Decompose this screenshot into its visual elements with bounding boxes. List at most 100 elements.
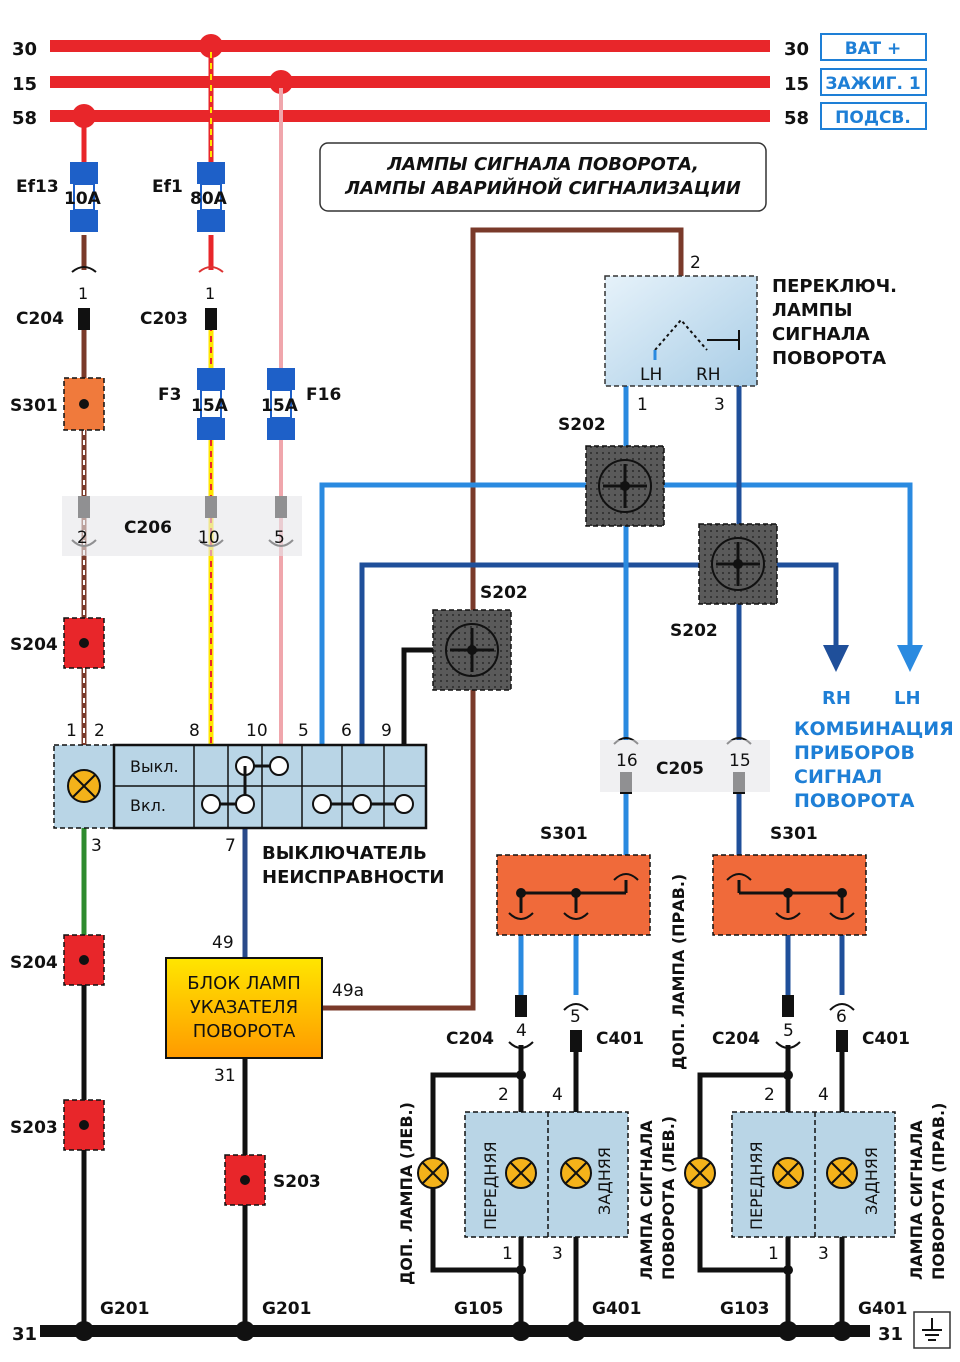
pin-num: 5 — [570, 1007, 581, 1027]
connector-label: C205 — [656, 759, 704, 779]
pin-num: 2 — [690, 253, 701, 273]
bus-58 — [50, 110, 770, 122]
fuse-rating: 15A — [191, 396, 229, 416]
bus-30 — [50, 40, 770, 52]
splice-label: S202 — [480, 583, 528, 603]
fuse-f16 — [267, 368, 295, 440]
bus-15 — [50, 76, 770, 88]
bus-num-left: 58 — [12, 108, 37, 129]
pin-num: 49 — [212, 933, 234, 953]
bus-tag: BAT + — [845, 39, 902, 59]
splice-s204-top — [63, 617, 105, 669]
switch-lh: LH — [640, 365, 662, 385]
bus-tag-box — [820, 102, 927, 130]
pin-num: 6 — [836, 1007, 847, 1027]
lamp-assembly-left — [464, 1111, 629, 1238]
lamp-rear-label: ЗАДНЯЯ — [595, 1147, 614, 1215]
ground-label: G103 — [720, 1299, 769, 1319]
splice-s301-left — [63, 377, 105, 431]
ground-label: G401 — [592, 1299, 641, 1319]
splice-s204-bottom — [63, 934, 105, 986]
cluster-lh: LH — [894, 688, 921, 709]
flasher-label: БЛОК ЛАМП — [187, 973, 300, 994]
title-box — [319, 142, 767, 212]
bus-node — [269, 70, 293, 94]
splice-label: S202 — [670, 621, 718, 641]
signal-lamp-right-label: ЛАМПА СИГНАЛА — [907, 1120, 926, 1280]
lamp-nodes — [516, 1070, 793, 1275]
pin-num: 49a — [332, 981, 364, 1001]
pin-num: 16 — [616, 751, 638, 771]
signal-lamp-right-label: ПОВОРОТА (ПРАВ.) — [929, 1103, 948, 1280]
signal-lamp-left-label: ЛАМПА СИГНАЛА — [637, 1120, 656, 1280]
pin-num: 2 — [764, 1085, 775, 1105]
ground-label: G201 — [100, 1299, 149, 1319]
connector-label: C401 — [862, 1029, 910, 1049]
hazard-on: Вкл. — [130, 796, 166, 815]
ground-num-left: 31 — [12, 1324, 37, 1345]
splice-label: S202 — [558, 415, 606, 435]
splice-s203-left — [63, 1099, 105, 1151]
bulb-icon — [505, 1157, 537, 1189]
splice-label: S301 — [10, 396, 58, 416]
bulb-icon — [560, 1157, 592, 1189]
ground-nodes — [74, 1321, 852, 1341]
bulb-icon — [684, 1157, 716, 1189]
bus-node — [199, 34, 223, 58]
pin-num: 3 — [91, 836, 102, 856]
splice-s202-top — [585, 445, 665, 527]
pin-num: 3 — [552, 1244, 563, 1264]
bus-node — [72, 104, 96, 128]
hazard-label: НЕИСПРАВНОСТИ — [262, 867, 444, 888]
splice-s202-mid — [432, 609, 512, 691]
bus-tag: ЗАЖИГ. 1 — [825, 74, 920, 94]
extra-lamp-right-label: ДОП. ЛАМПА (ПРАВ.) — [669, 874, 688, 1070]
pin-num: 1 — [78, 284, 88, 303]
splice-s202-right — [698, 523, 778, 605]
bus-num-left: 30 — [12, 39, 37, 60]
pin-num: 15 — [729, 751, 751, 771]
pin-num: 1 — [502, 1244, 513, 1264]
pin-num: 10 — [198, 528, 220, 548]
switch-rh: RH — [696, 365, 721, 385]
splice-label: S203 — [10, 1118, 58, 1138]
bulb-icon — [826, 1157, 858, 1189]
ground-label: G105 — [454, 1299, 503, 1319]
pin-num: 9 — [381, 721, 392, 741]
bus-tag-box — [820, 68, 927, 96]
splice-label: S301 — [540, 824, 588, 844]
pin-num: 1 — [637, 395, 648, 415]
hazard-off: Выкл. — [130, 757, 179, 776]
connector-label: C401 — [596, 1029, 644, 1049]
pin-num: 3 — [818, 1244, 829, 1264]
pin-num: 4 — [818, 1085, 829, 1105]
pin-num: 2 — [498, 1085, 509, 1105]
ground-label: G401 — [858, 1299, 907, 1319]
bus-num-right: 15 — [784, 74, 809, 95]
bus-num-left: 15 — [12, 74, 37, 95]
lamp-front-label: ПЕРЕДНЯЯ — [747, 1141, 766, 1230]
pin-num: 1 — [205, 284, 215, 303]
fuse-name: Ef13 — [16, 177, 59, 197]
splice-label: S204 — [10, 953, 58, 973]
connector-label: C203 — [140, 309, 188, 329]
fuse-ef13 — [70, 162, 98, 232]
cluster-rh: RH — [822, 688, 851, 709]
fuse-rating: 80A — [190, 189, 228, 209]
lamp-assembly-right — [731, 1111, 896, 1238]
splice-s203-mid — [224, 1154, 266, 1206]
pin-num: 8 — [189, 721, 200, 741]
fuse-name: Ef1 — [152, 177, 183, 197]
switch-label: ПЕРЕКЛЮЧ. — [772, 276, 897, 297]
switch-label: ПОВОРОТА — [772, 348, 886, 369]
bulb-icon — [772, 1157, 804, 1189]
pin-num: 1 — [66, 721, 77, 741]
connector-label: C204 — [446, 1029, 494, 1049]
pin-num: 1 — [768, 1244, 779, 1264]
fuse-name: F16 — [306, 385, 341, 405]
splice-label: S204 — [10, 635, 58, 655]
bus-num-right: 58 — [784, 108, 809, 129]
lamp-front-label: ПЕРЕДНЯЯ — [481, 1141, 500, 1230]
pin-num: 2 — [77, 528, 88, 548]
